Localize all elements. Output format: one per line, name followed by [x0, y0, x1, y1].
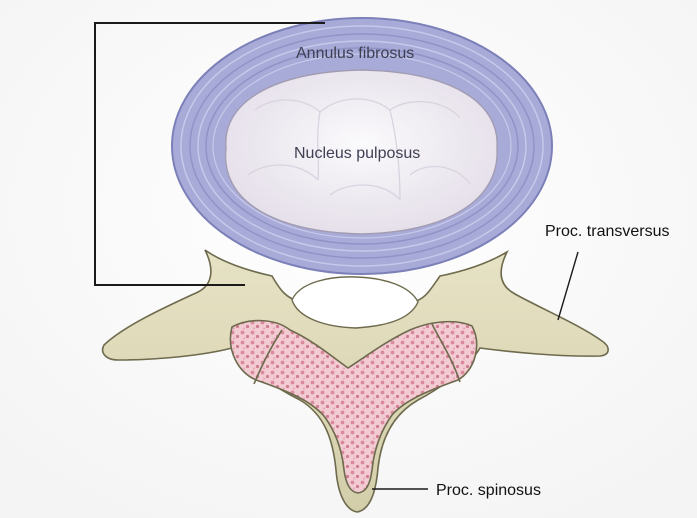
proc-transversus-label: Proc. transversus [545, 224, 669, 240]
annulus-fibrosus-label: Annulus fibrosus [296, 46, 414, 62]
nucleus-pulposus-label: Nucleus pulposus [294, 146, 420, 162]
proc-spinosus-label: Proc. spinosus [436, 483, 541, 499]
